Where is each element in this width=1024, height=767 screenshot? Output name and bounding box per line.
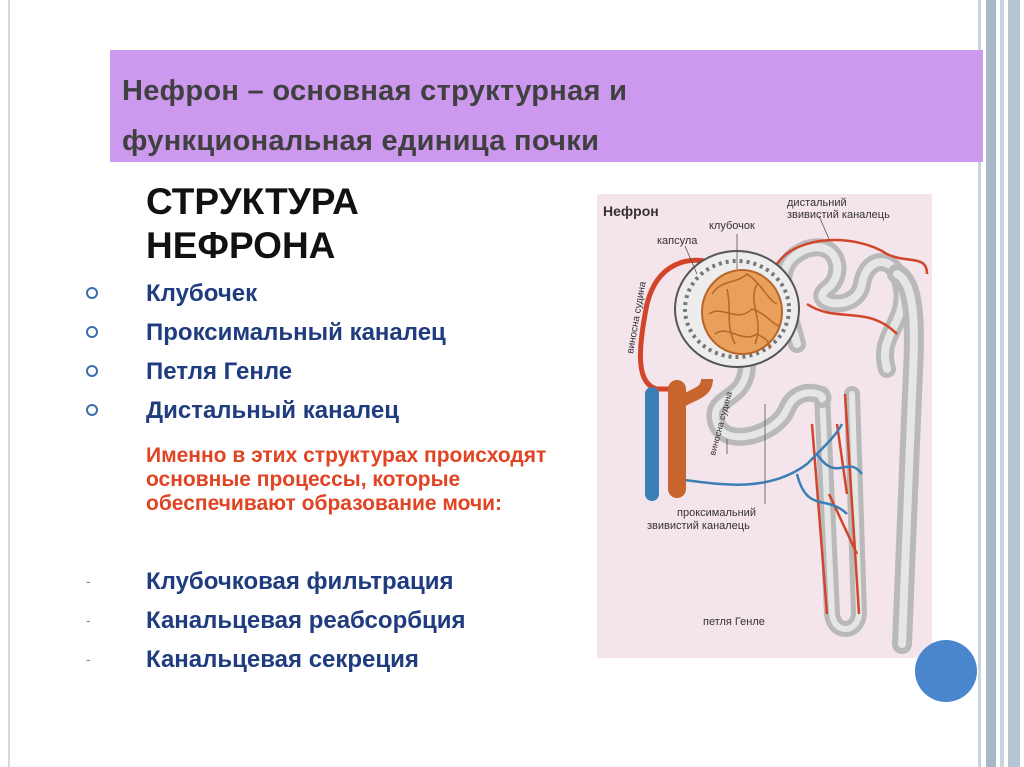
- title-line-2: функциональная единица почки: [122, 125, 600, 157]
- list-item-text: Дистальный каналец: [146, 397, 399, 424]
- afferent-arteriole: [638, 257, 718, 392]
- right-frame-stripes: [978, 0, 1024, 767]
- venous-network: [676, 423, 863, 515]
- capillary-network: [775, 238, 929, 615]
- label-proximal-1: проксимальний: [677, 507, 756, 519]
- glomerulus: [701, 269, 783, 355]
- dash-bullet: -: [86, 651, 91, 667]
- circle-bullet-icon: [86, 326, 98, 338]
- section-subtitle: СТРУКТУРА НЕФРОНА: [146, 180, 526, 268]
- list-item: - Канальцевая секреция: [86, 640, 466, 679]
- subtitle-line-2: НЕФРОНА: [146, 225, 336, 266]
- list-item-text: Петля Генле: [146, 358, 293, 385]
- label-distal-1: дистальний: [787, 197, 847, 209]
- label-proximal-2: звивистий каналець: [647, 520, 750, 532]
- label-glomerulus: клубочок: [709, 220, 755, 232]
- label-capsule: капсула: [657, 235, 698, 247]
- list-item: Дистальный каналец: [86, 391, 446, 430]
- list-item: Петля Генле: [86, 352, 446, 391]
- dash-bullet: -: [86, 573, 91, 589]
- process-list: - Клубочковая фильтрация - Канальцевая реа…: [86, 562, 466, 679]
- nephron-diagram: Нефрон клубочок капсула дистальний звиви…: [597, 194, 932, 658]
- nephron-illustration: Нефрон клубочок капсула дистальний звиви…: [603, 197, 929, 654]
- circle-bullet-icon: [86, 365, 98, 377]
- title-line-1: Нефрон – основная структурная и: [122, 75, 628, 107]
- structure-list: Клубочек Проксимальный каналец Петля Ген…: [86, 274, 446, 430]
- list-item-text: Проксимальный каналец: [146, 319, 446, 346]
- diagram-title: Нефрон: [603, 203, 659, 219]
- circle-bullet-icon: [86, 404, 98, 416]
- circle-bullet-icon: [86, 287, 98, 299]
- subtitle-line-1: СТРУКТУРА: [146, 181, 359, 222]
- list-item: - Канальцевая реабсорбция: [86, 601, 466, 640]
- list-item-text: Канальцевая реабсорбция: [146, 607, 466, 634]
- label-loop: петля Генле: [703, 616, 765, 628]
- slide-title: Нефрон – основная структурная и функцион…: [122, 66, 972, 166]
- list-item-text: Канальцевая секреция: [146, 646, 419, 673]
- list-item: Проксимальный каналец: [86, 313, 446, 352]
- label-distal-2: звивистий каналець: [787, 209, 890, 221]
- list-item-text: Клубочковая фильтрация: [146, 568, 454, 595]
- note-text: Именно в этих структурах происходят осно…: [146, 444, 547, 515]
- title-band: [110, 50, 983, 162]
- decorative-circle: [915, 640, 977, 702]
- left-frame-line: [8, 0, 10, 767]
- list-item-text: Клубочек: [146, 280, 258, 307]
- dash-bullet: -: [86, 612, 91, 628]
- list-item: Клубочек: [86, 274, 446, 313]
- list-item: - Клубочковая фильтрация: [86, 562, 466, 601]
